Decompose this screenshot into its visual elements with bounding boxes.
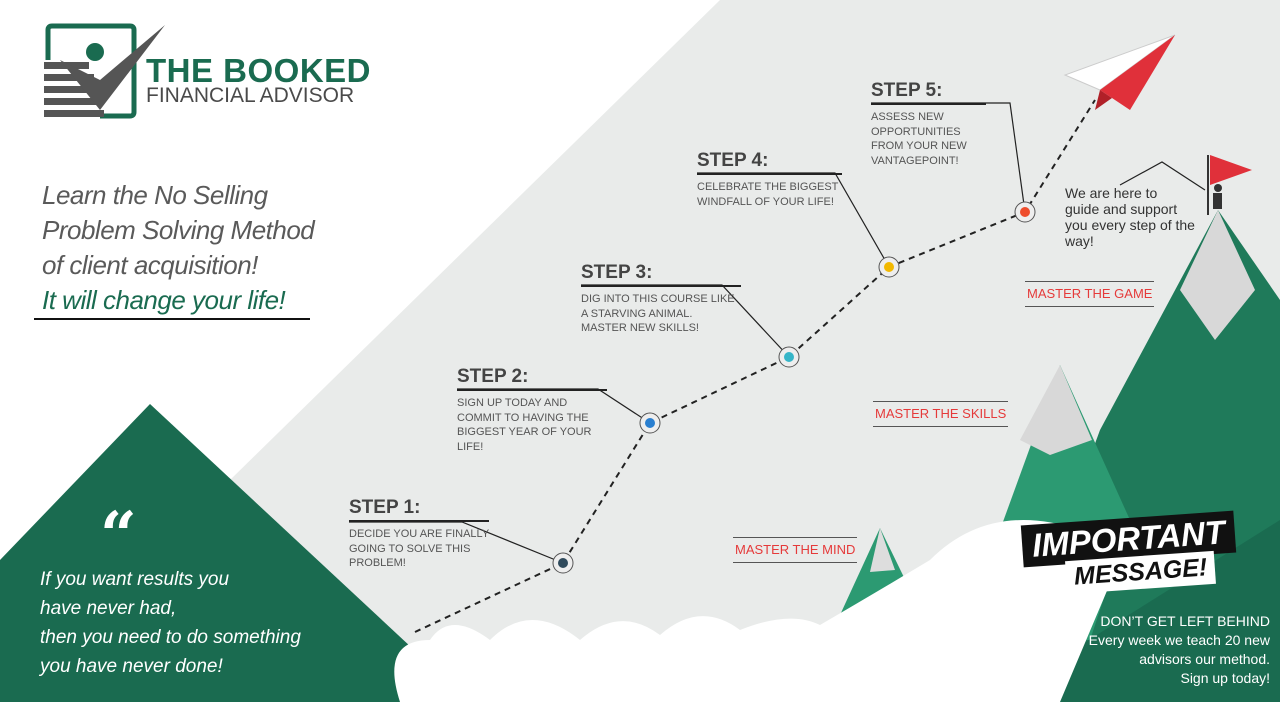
brand-subtitle: FINANCIAL ADVISOR <box>146 84 355 107</box>
tagline-underline <box>34 318 310 320</box>
step-dots <box>552 201 1036 574</box>
message-line: Sign up today! <box>1180 670 1270 686</box>
step-title: STEP 5: <box>871 80 986 105</box>
message-line: DON’T GET LEFT BEHIND <box>1100 613 1270 629</box>
step-title: STEP 1: <box>349 497 489 522</box>
step-2: STEP 2: Sign up today and commit to havin… <box>457 366 607 454</box>
logo-icon <box>44 23 165 119</box>
tagline-line: Learn the No Selling <box>42 180 268 210</box>
step-desc: Dig into this course like a starving ani… <box>581 293 735 334</box>
step-5: STEP 5: Assess new opportunities from you… <box>871 80 986 168</box>
master-the-mind-label: MASTER THE MIND <box>733 537 858 563</box>
message-line: Every week we teach 20 new <box>1088 632 1270 648</box>
step-desc: Sign up today and commit to having the b… <box>457 397 592 453</box>
tagline-line: of client acquisition! <box>42 250 258 280</box>
tagline: Learn the No Selling Problem Solving Met… <box>42 178 315 318</box>
quote-line: have never had, <box>40 598 177 619</box>
step-4: STEP 4: Celebrate the biggest windfall of… <box>697 150 842 209</box>
quote-mark-icon: “ <box>100 498 137 573</box>
quote-line: then you need to do something <box>40 627 301 648</box>
quote-line: you have never done! <box>40 656 223 677</box>
step-title: STEP 2: <box>457 366 607 391</box>
green-quote-triangle <box>0 404 470 702</box>
brand-name: THE BOOKED <box>146 52 372 89</box>
message-line: advisors our method. <box>1139 651 1270 667</box>
step-desc: Assess new opportunities from your new v… <box>871 111 967 167</box>
step-3: STEP 3: Dig into this course like a starv… <box>581 262 741 336</box>
tagline-highlight: It will change your life! <box>42 285 286 315</box>
step-desc: Celebrate the biggest windfall of your l… <box>697 181 839 208</box>
important-message-text: DON’T GET LEFT BEHIND Every week we teac… <box>1089 612 1270 688</box>
step-desc: Decide you are finally going to solve th… <box>349 528 489 569</box>
step-title: STEP 4: <box>697 150 842 175</box>
step-1: STEP 1: Decide you are finally going to s… <box>349 497 489 571</box>
paper-plane-icon <box>1063 34 1176 110</box>
tagline-line: Problem Solving Method <box>42 215 315 245</box>
step-title: STEP 3: <box>581 262 741 287</box>
quote-line: If you want results you <box>40 569 230 590</box>
master-the-skills-label: MASTER THE SKILLS <box>873 401 1009 427</box>
master-the-game-label: MASTER THE GAME <box>1025 281 1155 307</box>
quote-text: If you want results you have never had, … <box>40 565 301 681</box>
guide-text: We are here to guide and support you eve… <box>1065 185 1195 249</box>
climber-flag-icon <box>1207 155 1252 215</box>
